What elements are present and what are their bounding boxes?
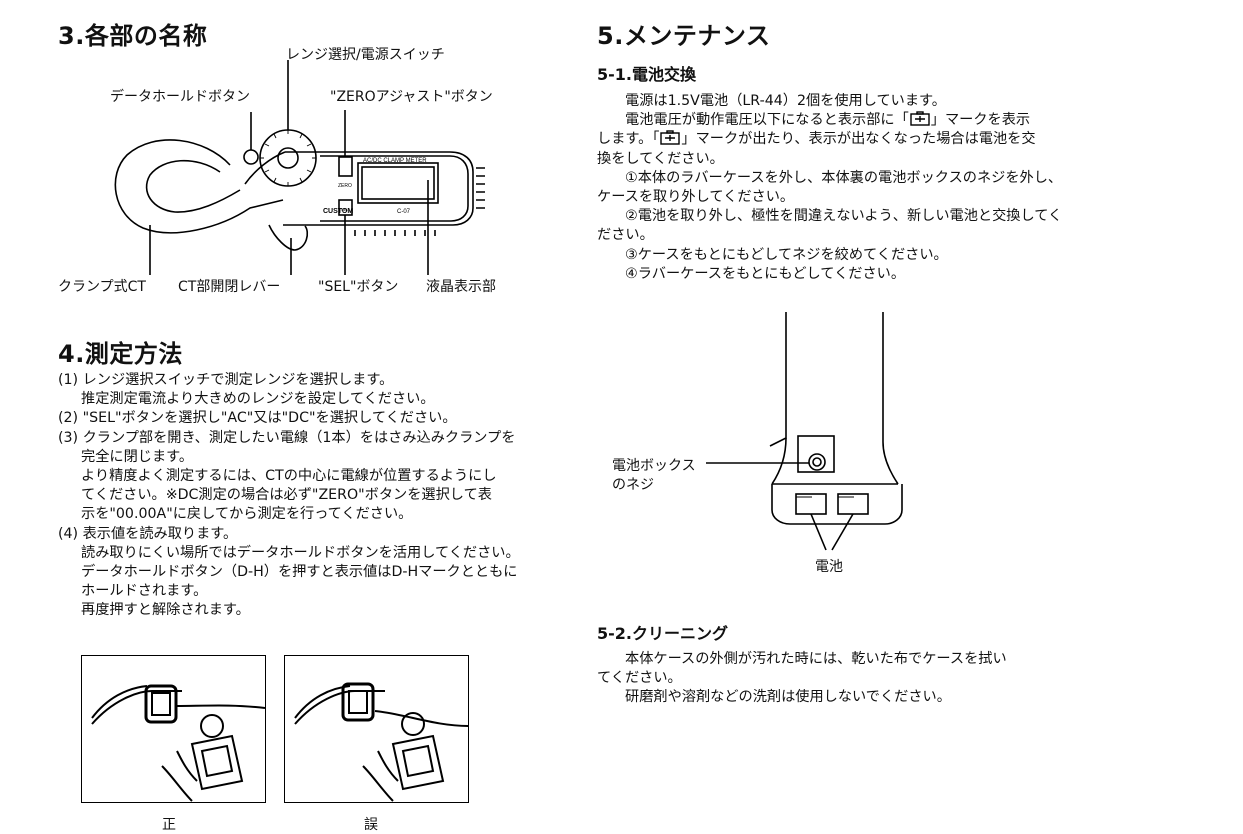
cleaning-line-2: てください。	[597, 670, 682, 687]
battery-paragraph-2c: します。「 」マークが出たり、表示が出なくなった場合は電池を交	[597, 130, 1062, 149]
sel-text: SEL	[341, 207, 349, 212]
step4-detail-2: データホールドボタン（D-H）を押すと表示値はD-Hマークとともに	[81, 564, 518, 581]
label-zero-adjust: "ZEROアジャスト"ボタン	[330, 89, 493, 105]
battery-paragraph-2e: 換をしてください。	[597, 150, 724, 167]
section3-title: 3.各部の名称	[58, 22, 208, 50]
wrong-usage-drawing	[294, 682, 469, 802]
battery-step4: ④ラバーケースをもとにもどしてください。	[625, 265, 906, 282]
low-battery-icon	[660, 130, 681, 146]
step4-detail-3: ホールドされます。	[81, 583, 208, 600]
step4-text: (4) 表示値を読み取ります。	[58, 525, 238, 542]
section5-1-body: 電源は1.5V電池（LR-44）2個を使用しています。 電池電圧が動作電圧以下に…	[597, 92, 1062, 284]
model-text: C-07	[397, 209, 411, 215]
step1-text: (1) レンジ選択スイッチで測定レンジを選択します。	[58, 372, 394, 388]
label-data-hold: データホールドボタン	[110, 89, 250, 105]
section4-title: 4.測定方法	[58, 340, 183, 368]
cleaning-line-1: 本体ケースの外側が汚れた時には、乾いた布でケースを拭い	[625, 651, 1007, 667]
correct-usage-illustration	[81, 655, 266, 803]
wrong-caption: 誤	[364, 817, 378, 833]
step3-detail-2: より精度よく測定するには、CTの中心に電線が位置するようにし	[81, 468, 497, 485]
correct-usage-drawing	[91, 684, 266, 802]
battery-paragraph-2a-text: 電池電圧が動作電圧以下になると表示部に「	[625, 112, 909, 129]
step3-detail-4: 示を"00.00A"に戻してから測定を行ってください。	[81, 506, 413, 523]
battery-paragraph-2d-text: 」マークが出たり、表示が出なくなった場合は電池を交	[681, 131, 1036, 148]
brand-text: CUSTOM	[323, 208, 353, 215]
label-sel-button: "SEL"ボタン	[318, 279, 399, 295]
step3-detail-3: てください。※DC測定の場合は必ず"ZERO"ボタンを選択して表	[81, 487, 492, 504]
label-range-switch: レンジ選択/電源スイッチ	[286, 47, 445, 63]
label-clamp-ct: クランプ式CT	[58, 279, 146, 295]
step1-detail: 推定測定電流より大きめのレンジを設定してください。	[81, 391, 435, 408]
battery-box-diagram	[706, 312, 903, 551]
battery-step2-b: ださい。	[597, 227, 654, 244]
battery-step2-a: ②電池を取り外し、極性を間違えないよう、新しい電池と交換してく	[625, 208, 1063, 225]
battery-paragraph-2b-text: 」マークを表示	[930, 112, 1031, 129]
section4-body: (1) レンジ選択スイッチで測定レンジを選択します。 推定測定電流より大きめのレ…	[58, 371, 520, 621]
wrong-usage-illustration	[284, 655, 469, 803]
step3-text: (3) クランプ部を開き、測定したい電線（1本）をはさみ込みクランプを	[58, 429, 516, 446]
correct-caption: 正	[162, 817, 176, 833]
battery-label: 電池	[815, 559, 843, 575]
step3-detail-1: 完全に閉じます。	[81, 448, 194, 465]
battery-paragraph-2a: 電池電圧が動作電圧以下になると表示部に「 」マークを表示	[597, 111, 1062, 130]
battery-step1-a: ①本体のラバーケースを外し、本体裏の電池ボックスのネジを外し、	[625, 169, 1063, 186]
battery-step1-b: ケースを取り外してください。	[597, 189, 795, 206]
step4-detail-4: 再度押すと解除されます。	[81, 602, 250, 619]
step2-text: (2) "SEL"ボタンを選択し"AC"又は"DC"を選択してください。	[58, 410, 457, 427]
cleaning-line-3: 研磨剤や溶剤などの洗剤は使用しないでください。	[625, 689, 951, 706]
section5-2-title: 5-2.クリーニング	[597, 624, 728, 643]
zero-text: ZERO	[338, 183, 352, 189]
label-lcd: 液晶表示部	[426, 279, 496, 295]
battery-step3: ③ケースをもとにもどしてネジを絞めてください。	[625, 246, 948, 263]
low-battery-icon	[910, 111, 930, 126]
screw-label-2: のネジ	[612, 477, 654, 493]
step4-detail-1: 読み取りにくい場所ではデータホールドボタンを活用してください。	[81, 544, 520, 561]
section5-title: 5.メンテナンス	[597, 22, 771, 50]
screw-label-1: 電池ボックス	[612, 458, 696, 474]
section5-1-title: 5-1.電池交換	[597, 65, 696, 84]
battery-paragraph-1: 電源は1.5V電池（LR-44）2個を使用しています。	[625, 93, 946, 109]
battery-paragraph-2c-text: します。「	[597, 131, 660, 148]
clamp-meter-diagram: AC/DC CLAMP METER CUSTOM C-07 ZERO SEL	[114, 60, 485, 275]
label-ct-lever: CT部開閉レバー	[178, 279, 281, 295]
section5-2-body: 本体ケースの外側が汚れた時には、乾いた布でケースを拭い てください。 研磨剤や溶…	[597, 650, 1007, 708]
panel-text: AC/DC CLAMP METER	[363, 158, 427, 164]
